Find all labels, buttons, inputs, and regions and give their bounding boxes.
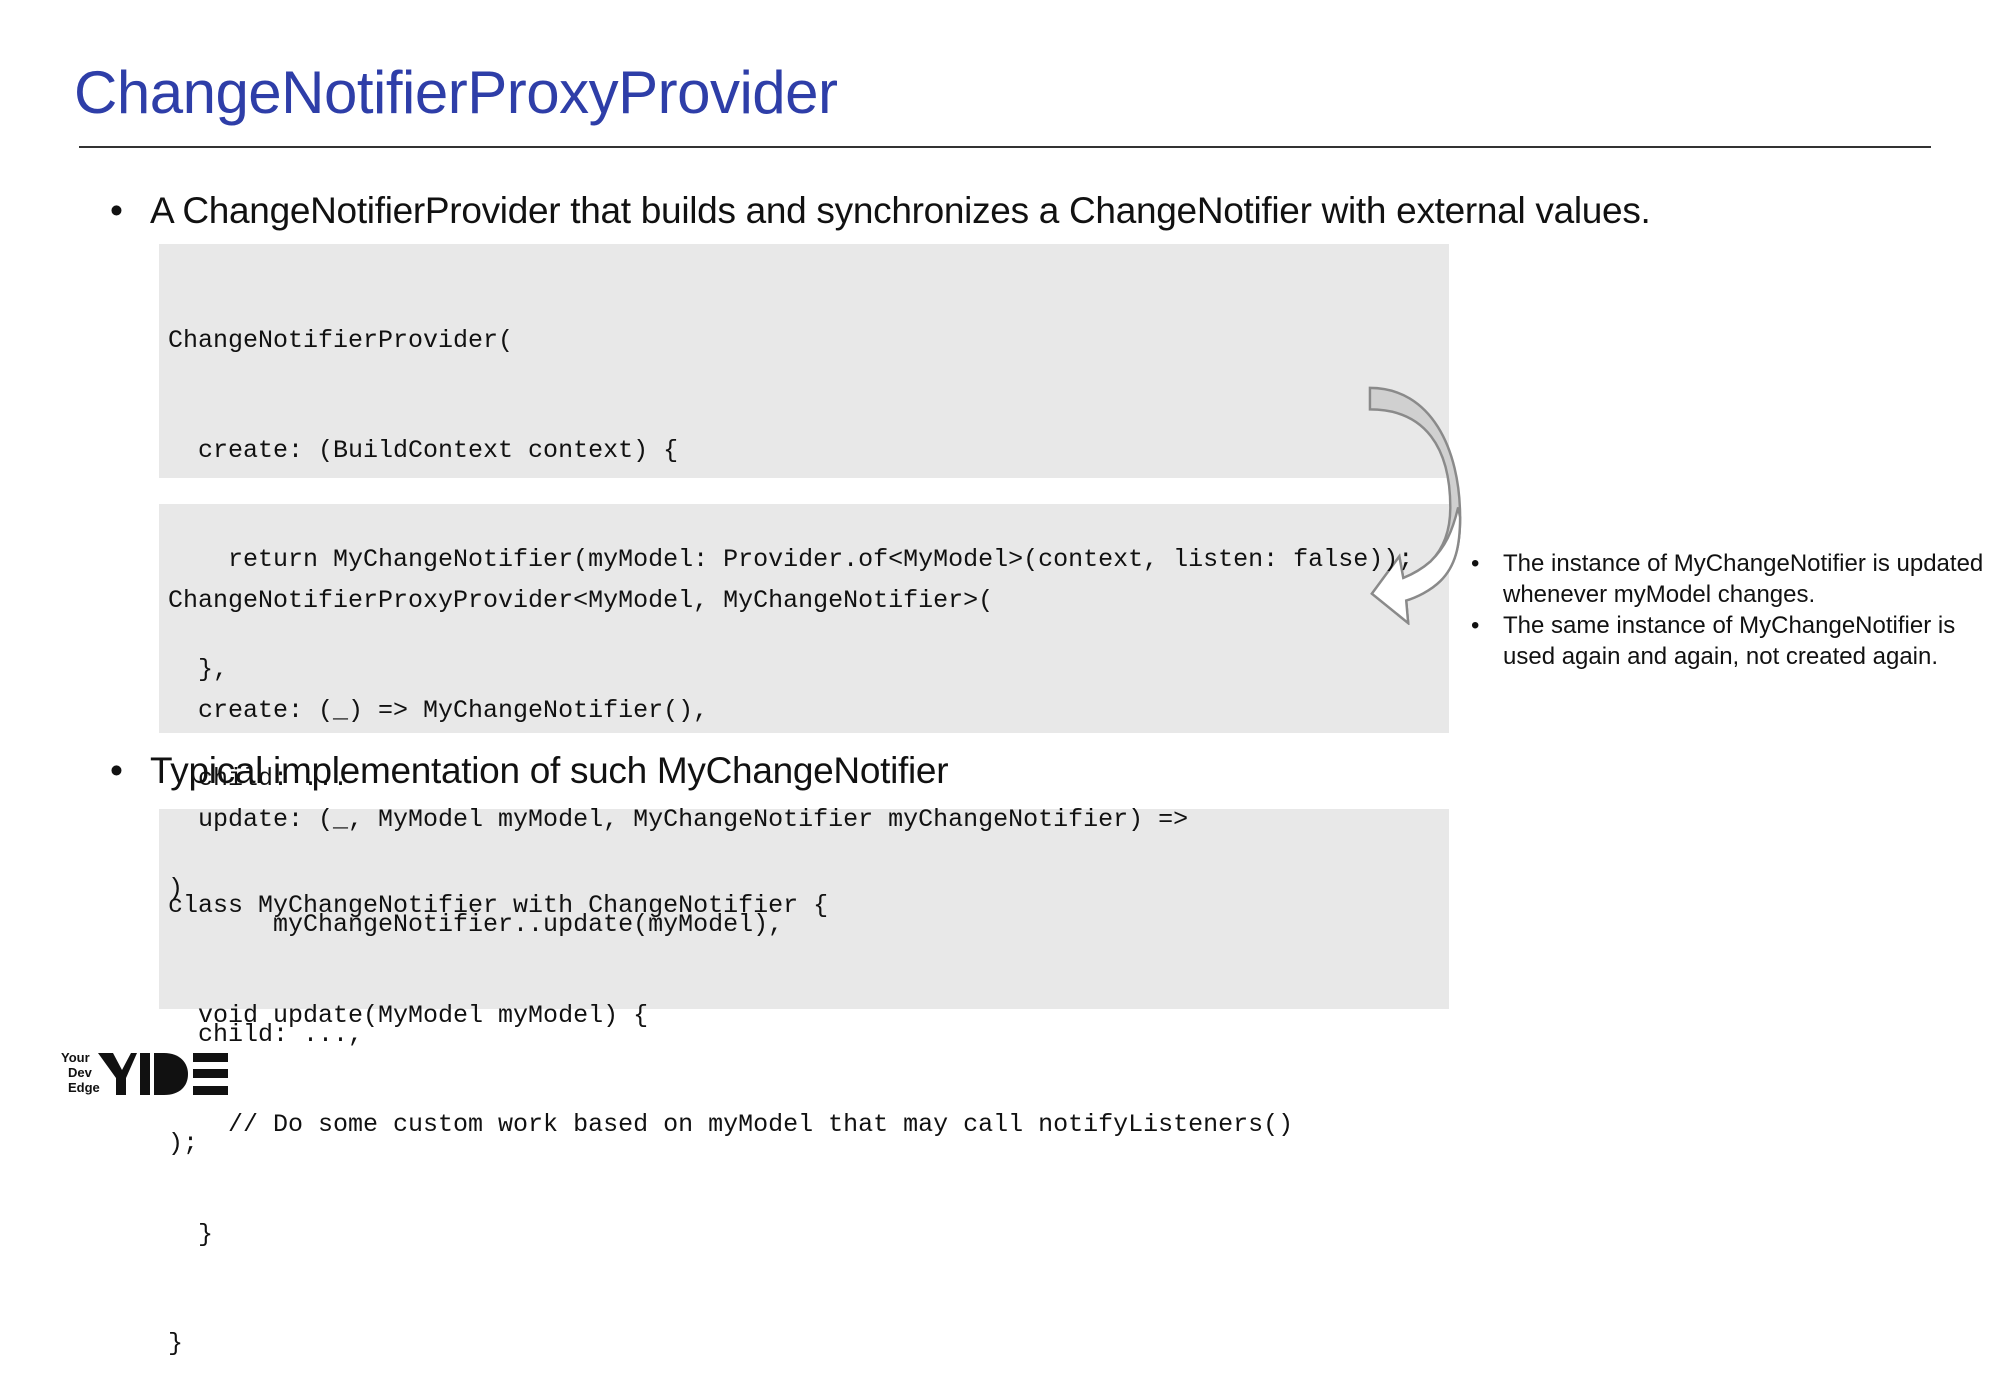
curved-arrow-icon — [1368, 386, 1462, 625]
code-line: myChangeNotifier..update(myModel), — [168, 910, 784, 939]
code-line: create: (BuildContext context) { — [168, 435, 679, 465]
code-line: update: (_, MyModel myModel, MyChangeNot… — [168, 805, 1189, 834]
bullet-2: • Typical implementation of such MyChange… — [110, 750, 949, 792]
code-line: ChangeNotifierProxyProvider<MyModel, MyC… — [168, 586, 994, 615]
code-line: return MyChangeNotifier(myModel: Provide… — [168, 545, 1414, 574]
code-block-provider: ChangeNotifierProvider( create: (BuildCo… — [159, 244, 1449, 903]
bullet-1: • A ChangeNotifierProvider that builds an… — [110, 190, 1651, 232]
bullet-text: A ChangeNotifierProvider that builds and… — [150, 190, 1651, 231]
title-divider — [79, 146, 1931, 148]
logo-text: Edge — [68, 1080, 100, 1095]
side-note: The instance of MyChangeNotifier is upda… — [1468, 548, 1988, 610]
side-note: The same instance of MyChangeNotifier is… — [1468, 610, 1988, 672]
bullet-dot: • — [110, 750, 123, 791]
code-line: class MyChangeNotifier with ChangeNotifi… — [168, 891, 829, 920]
code-line: create: (_) => MyChangeNotifier(), — [168, 695, 709, 725]
side-notes: The instance of MyChangeNotifier is upda… — [1468, 548, 1988, 672]
logo-text: Your — [61, 1050, 90, 1065]
code-line: ChangeNotifierProvider( — [168, 326, 514, 355]
code-block-class: class MyChangeNotifier with ChangeNotifi… — [159, 809, 1449, 1358]
code-line: ) — [168, 873, 184, 903]
code-line: } — [168, 1329, 184, 1358]
code-line: void update(MyModel myModel) { — [168, 1000, 649, 1030]
code-line: child: ... — [168, 764, 349, 793]
code-block-proxy-provider: ChangeNotifierProxyProvider<MyModel, MyC… — [159, 504, 1449, 1158]
bullet-text: Typical implementation of such MyChangeN… — [150, 750, 949, 791]
code-line: }, — [168, 654, 229, 684]
code-line: child: ..., — [168, 1019, 364, 1049]
logo-text: Dev — [68, 1065, 93, 1080]
bullet-dot: • — [110, 190, 123, 231]
slide-title: ChangeNotifierProxyProvider — [74, 59, 838, 126]
yde-logo: Your Dev Edge — [61, 1050, 228, 1095]
code-line: // Do some custom work based on myModel … — [168, 1110, 1294, 1139]
code-line: } — [168, 1219, 214, 1249]
